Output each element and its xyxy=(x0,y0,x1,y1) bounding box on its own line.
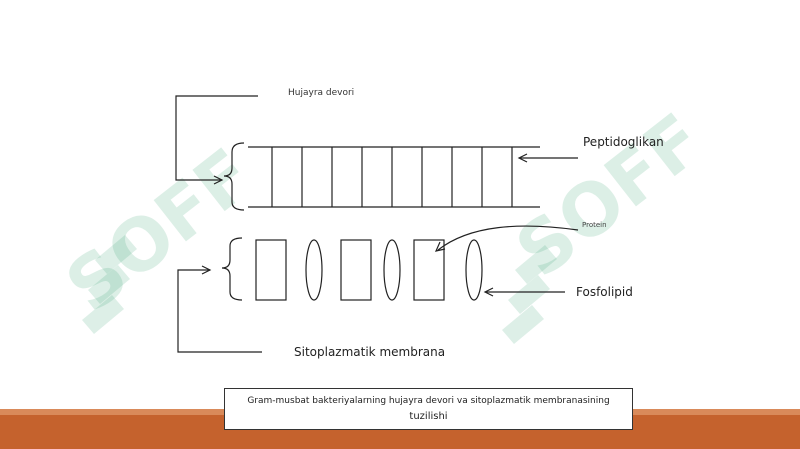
label-protein: Protein xyxy=(582,221,607,229)
protein-arrow xyxy=(437,225,579,251)
label-peptidoglycan: Peptidoglikan xyxy=(583,135,664,149)
cell-wall-brace xyxy=(223,142,245,211)
protein-arrowhead xyxy=(434,241,446,252)
watermark-logo-right xyxy=(502,245,557,344)
caption-box: Gram-musbat bakteriyalarning hujayra dev… xyxy=(224,388,633,430)
watermark-logo-left xyxy=(82,235,137,334)
label-cell-wall: Hujayra devori xyxy=(288,88,355,98)
phospholipid-arrowhead xyxy=(483,287,494,297)
cell-wall-leader-arrowhead xyxy=(213,175,224,185)
caption-line-2: tuzilishi xyxy=(409,411,448,422)
label-phospholipid: Fosfolipid xyxy=(576,285,633,299)
protein-rect-1 xyxy=(255,239,287,301)
membrane-brace xyxy=(221,237,243,301)
label-cytoplasmic-membrane: Sitoplazmatik membrana xyxy=(294,345,446,359)
phospholipid-ellipse-1 xyxy=(305,239,323,301)
protein-rect-3 xyxy=(413,239,445,301)
membrane-leader-arrowhead xyxy=(201,265,212,275)
membrane-leader-line xyxy=(177,269,262,353)
peptidoglycan-crossbars xyxy=(271,147,513,207)
protein-rect-2 xyxy=(340,239,372,301)
cell-wall-leader-line xyxy=(175,95,258,181)
caption-line-1: Gram-musbat bakteriyalarning hujayra dev… xyxy=(247,396,610,406)
phospholipid-ellipse-2 xyxy=(383,239,401,301)
phospholipid-ellipse-3 xyxy=(465,239,483,301)
peptidoglycan-arrowhead xyxy=(517,153,528,163)
